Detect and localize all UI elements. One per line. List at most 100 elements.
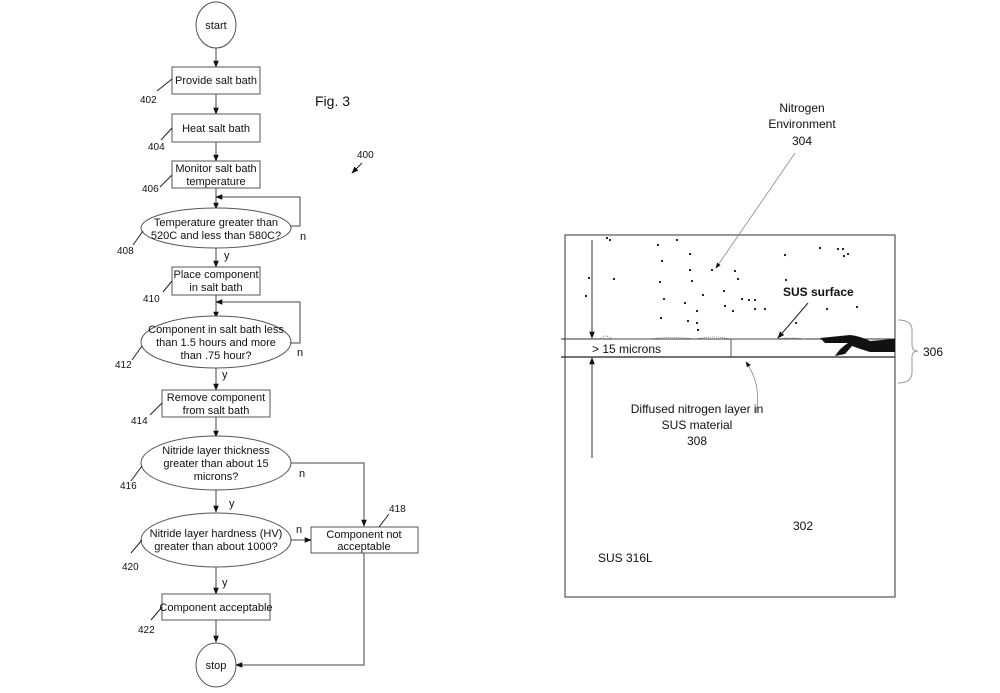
decision-420: Nitride layer hardness (HV) greater than… [122,512,312,589]
yes-label-420: y [222,577,228,589]
decision-420-text-1: Nitride layer hardness (HV) [150,528,283,540]
nitrogen-particle [605,236,609,240]
start-node: start [195,1,237,49]
leader-line [149,402,163,416]
diffused-layer-label-2: SUS material [662,418,733,432]
leader-line [156,78,173,92]
decision-408-text-1: Temperature greater than [154,217,278,229]
loop-no-412 [215,299,301,344]
nitrogen-particle [794,321,798,325]
nitrogen-particle [608,238,612,242]
nitrogen-particle [763,307,767,311]
nitrogen-particle [753,307,757,311]
step-418-text-2: acceptable [337,541,390,553]
nitrogen-particle [675,238,679,242]
start-label: start [205,20,226,32]
nitrogen-env-leader [715,152,796,269]
figure-title: Fig. 3 [315,93,350,109]
decision-416: Nitride layer thickness greater than abo… [120,435,367,527]
step-414: Remove component from salt bath 414 [131,389,271,427]
no-label-412: n [297,347,303,359]
ref-400-arrow [351,162,363,174]
nitrogen-particle [723,304,727,308]
leader-line [130,539,143,554]
step-422-text: Component acceptable [159,602,272,614]
ref-400: 400 [357,150,374,161]
nitrogen-env-label-1: Nitrogen [779,101,824,115]
material-ref: 302 [793,519,813,533]
step-404: Heat salt bath 404 [148,113,261,153]
nitrogen-particle [584,294,588,298]
nitrogen-particle [836,247,840,251]
nitrogen-particle [695,309,699,313]
stop-label: stop [206,660,227,672]
nitrogen-particle [722,289,726,293]
leader-line [162,280,173,293]
nitrogen-particle [701,293,705,297]
nitrogen-particle [825,307,829,311]
ref-406: 406 [142,184,159,195]
nitrogen-particle [841,247,845,251]
nitrogen-particle [736,277,740,281]
decision-412-text-1: Component in salt bath less [148,324,284,336]
leader-line [130,465,143,482]
nitrogen-particle [688,268,692,272]
ref-422: 422 [138,625,155,636]
nitride-blob [820,335,895,356]
sample-frame [564,234,896,598]
ref-404: 404 [148,142,165,153]
path-418-to-stop [235,553,365,668]
decision-408: Temperature greater than 520C and less t… [117,194,306,262]
nitrogen-particle [855,305,859,309]
nitrogen-particle [783,253,787,257]
layer-ref: 306 [923,345,943,359]
decision-416-text-1: Nitride layer thickness [162,445,270,457]
step-422: Component acceptable 422 [138,593,273,636]
decision-408-text-2: 520C and less than 580C? [151,230,281,242]
ref-420: 420 [122,562,139,573]
nitrogen-particle [662,297,666,301]
leader-line [160,127,173,141]
ref-416: 416 [120,481,137,492]
diffused-layer-leader [745,361,759,414]
loop-no-408 [215,194,301,227]
diffused-layer-label-1: Diffused nitrogen layer in [631,402,764,416]
nitrogen-particle [658,280,662,284]
decision-420-text-2: greater than about 1000? [154,541,278,553]
leader-line [131,345,143,361]
cross-section: > 15 microns Nitrogen Environment 304 SU… [561,101,943,598]
decision-412: Component in salt bath less than 1.5 hou… [115,299,303,381]
step-410-text-2: in salt bath [189,282,242,294]
decision-412-text-2: than 1.5 hours and more [156,337,276,349]
ref-410: 410 [143,294,160,305]
step-402-text: Provide salt bath [175,75,257,87]
step-404-text: Heat salt bath [182,123,250,135]
nitrogen-particle [659,316,663,320]
thickness-label: > 15 microns [592,342,661,356]
material-label: SUS 316L [598,551,653,565]
leader-line [378,513,390,528]
step-418: Component not acceptable 418 [310,504,419,554]
nitrogen-particle [818,246,822,250]
leader-line [150,606,163,621]
ref-408: 408 [117,246,134,257]
nitrogen-particle [747,298,751,302]
sus-surface-leader [777,302,809,339]
decision-416-text-3: microns? [194,471,239,483]
nitrogen-particle [733,269,737,273]
nitrogen-particle [656,243,660,247]
nitrogen-particle [842,254,846,258]
decision-412-text-3: than .75 hour? [181,350,252,362]
no-label-416: n [299,468,305,480]
ref-412: 412 [115,360,132,371]
nitrogen-particle [660,259,664,263]
no-label-408: n [300,231,306,243]
nitrogen-particle [686,319,690,323]
step-410-text-1: Place component [174,269,259,281]
diffused-layer-ref: 308 [687,434,707,448]
step-406-text-2: temperature [186,176,245,188]
nitrogen-particle [784,278,788,282]
yes-label-408: y [224,250,230,262]
nitrogen-particle [587,276,591,280]
